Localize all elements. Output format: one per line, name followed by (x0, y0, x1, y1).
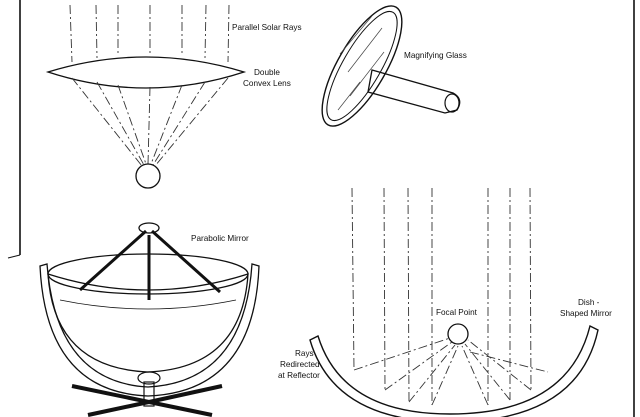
incoming-solar-rays (69, 4, 230, 63)
magnifying-glass-rim-inner (326, 10, 398, 122)
parabolic-mirror-bowl (47, 273, 249, 373)
label-rays-redirected-line3: at Reflector (278, 371, 320, 380)
label-focal-point: Focal Point (436, 308, 478, 317)
label-double-convex-lens-line1: Double (254, 68, 280, 77)
label-parabolic-mirror: Parabolic Mirror (191, 234, 249, 243)
dish-mirror-illustration (309, 187, 599, 417)
label-magnifying-glass: Magnifying Glass (404, 51, 467, 60)
lens-focal-ball (135, 163, 161, 189)
receiver-support-struts (79, 229, 222, 300)
double-convex-lens (45, 56, 247, 89)
label-dish-shaped-mirror-line2: Shaped Mirror (560, 309, 612, 318)
label-rays-redirected-line1: Rays (295, 349, 314, 358)
incoming-vertical-rays (351, 187, 532, 405)
receiver (138, 222, 160, 234)
label-parallel-solar-rays: Parallel Solar Rays (232, 23, 302, 32)
mirror-base-legs (71, 384, 223, 417)
label-dish-shaped-mirror-line1: Dish - (578, 298, 600, 307)
frame (7, 0, 635, 417)
dish-shaped-mirror (309, 324, 599, 417)
magnifying-glass-handle (367, 69, 461, 114)
label-double-convex-lens-line2: Convex Lens (243, 79, 291, 88)
lens-glare-lines (337, 15, 385, 111)
magnifying-glass-illustration (321, 5, 461, 127)
magnifying-glass-rim-outer (321, 5, 403, 127)
label-rays-redirected-line2: Redirected (280, 360, 320, 369)
reflected-rays (353, 337, 549, 406)
convex-lens-illustration (45, 4, 247, 189)
focal-point-ball (447, 323, 469, 345)
refracted-rays (71, 77, 229, 167)
parabolic-mirror-illustration (39, 222, 260, 417)
